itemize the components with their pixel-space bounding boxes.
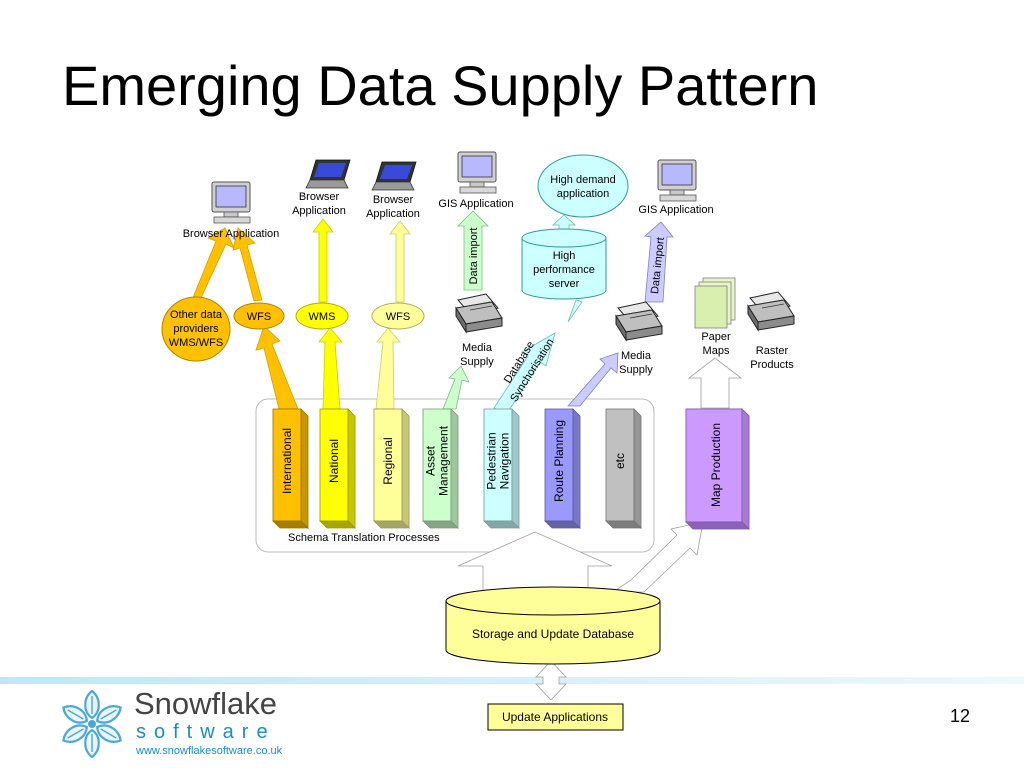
process-label: Route Planning [552, 420, 566, 502]
media-printer-icon-2 [615, 301, 663, 342]
browser-application-1-line2: Application [292, 205, 346, 217]
arrow-update-applications [535, 660, 567, 701]
other-providers-line3: WMS/WFS [169, 337, 223, 349]
wfs-2-label: WFS [386, 311, 410, 323]
arrow-national-up [318, 327, 343, 410]
server-line1: High [553, 250, 576, 262]
raster-printer-icon [747, 291, 795, 332]
monitor-icon-gis-2 [657, 159, 697, 202]
arrow-regional-up [375, 327, 401, 410]
raster-products-line2: Products [750, 359, 794, 371]
browser-application-left-label: Browser Application [183, 228, 280, 240]
arrow-wms-up [312, 218, 334, 303]
process-box-5: Route Planning [544, 408, 581, 529]
browser-application-2-line2: Application [366, 208, 420, 220]
arrow-asset-to-media [442, 365, 470, 410]
process-label: Regional [381, 437, 395, 484]
oval-wfs-2 [371, 302, 425, 330]
monitor-icon-browser [211, 181, 251, 224]
process-box-6: etc [605, 408, 642, 529]
media-supply-2-line2: Supply [619, 364, 653, 376]
process-label: Asset [424, 445, 438, 476]
update-applications-label: Update Applications [502, 710, 608, 724]
arrow-route-to-media [567, 352, 619, 407]
page-number: 12 [949, 706, 970, 726]
laptop-icon-browser-1 [305, 159, 351, 189]
process-label: Pedestrian [485, 432, 499, 489]
update-applications-box [487, 703, 624, 731]
paper-maps-icon [694, 277, 736, 329]
browser-application-1-line1: Browser [299, 191, 340, 203]
arrow-other-to-browser [191, 227, 235, 301]
arrow-map-production-up [687, 357, 743, 409]
storage-database: Storage and Update Database [445, 586, 661, 665]
other-providers-line1: Other data [170, 309, 223, 321]
gis-application-2-label: GIS Application [638, 204, 713, 216]
slide-title: Emerging Data Supply Pattern [62, 54, 819, 117]
arrow-wfs-to-browser [232, 227, 263, 302]
oval-wfs-1 [233, 302, 285, 330]
data-import-label-1: Data import [468, 228, 480, 285]
arrow-wfs2-up [389, 220, 411, 303]
process-label: National [327, 439, 341, 483]
data-import-label-2: Data import [649, 237, 667, 295]
other-providers-line2: providers [173, 323, 219, 335]
media-supply-1-line2: Supply [460, 356, 494, 368]
process-label: Management [437, 425, 451, 496]
logo-tagline: software [136, 721, 276, 743]
logo-name: Snowflake [134, 686, 278, 721]
schema-translation-label: Schema Translation Processes [288, 532, 440, 544]
high-demand-line1: High demand [550, 174, 615, 186]
high-demand-line2: application [557, 188, 610, 200]
process-box-2: Regional [373, 408, 410, 529]
server-line2: performance [533, 264, 595, 276]
arrow-database-sync [493, 332, 556, 416]
arrows-bottom [457, 521, 704, 701]
paper-maps-line2: Maps [703, 345, 730, 357]
process-label: International [280, 428, 294, 494]
arrow-server-to-demand [551, 214, 577, 231]
arrows-top [191, 210, 674, 303]
browser-application-2-line1: Browser [373, 194, 414, 206]
snowflake-icon [58, 689, 126, 759]
oval-other-providers [161, 296, 231, 362]
wfs-1-label: WFS [247, 311, 271, 323]
arrows-mid [255, 299, 743, 416]
raster-products-line1: Raster [756, 345, 789, 357]
high-performance-server: High performance server [521, 228, 607, 300]
monitor-icon-gis-1 [457, 151, 497, 194]
logo-url: www.snowflakesoftware.co.uk [136, 745, 283, 757]
oval-wms [295, 302, 349, 330]
service-ovals: Other data providers WMS/WFS WFS WMS WFS [161, 296, 425, 362]
gis-application-1-label: GIS Application [438, 198, 513, 210]
laptop-icon-browser-2 [371, 161, 417, 191]
arrow-data-import-2 [644, 221, 674, 303]
arrow-data-import-1 [457, 210, 489, 291]
snowflake-logo: Snowflake software www.snowflakesoftware… [52, 684, 312, 764]
media-printer-icon-1 [455, 293, 503, 334]
process-box-0: International [272, 408, 309, 529]
media-supply-1-line1: Media [462, 342, 493, 354]
storage-database-label: Storage and Update Database [472, 627, 634, 641]
process-label: etc [613, 453, 627, 469]
footer-band [0, 677, 1024, 684]
map-production-box: Map Production [685, 408, 750, 530]
arrow-international-up [255, 325, 299, 410]
process-label: Navigation [498, 433, 512, 490]
media-supply-2-line1: Media [621, 350, 652, 362]
paper-maps-line1: Paper [701, 331, 731, 343]
server-line3: server [549, 278, 580, 290]
high-demand-oval [537, 154, 629, 218]
map-production-label: Map Production [709, 423, 723, 507]
process-box-1: National [319, 408, 356, 529]
wms-label: WMS [309, 311, 336, 323]
